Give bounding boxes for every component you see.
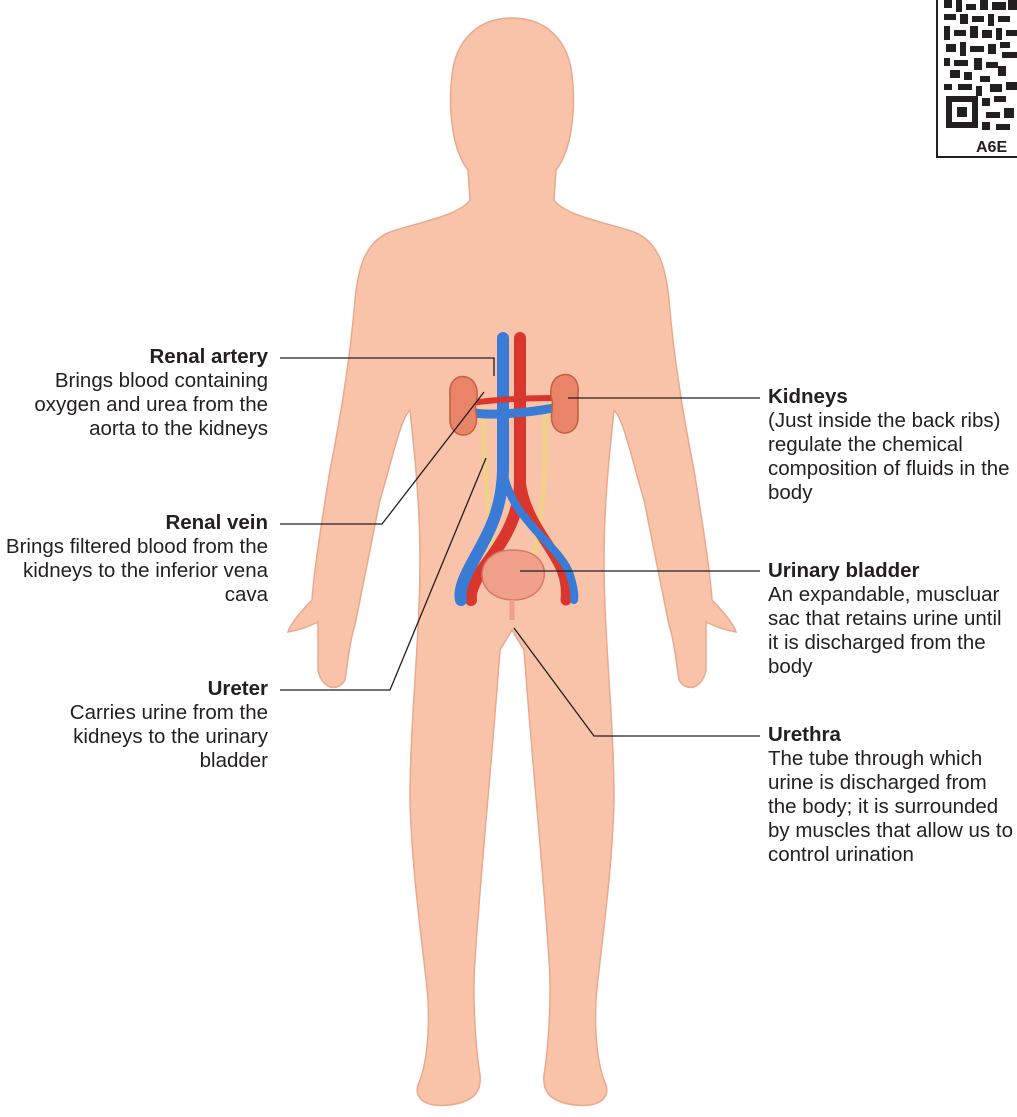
urinary-bladder-label: Urinary bladder An expandable, muscluar … [768, 559, 1016, 679]
kidneys-description: (Just inside the back ribs) regulate the… [768, 409, 1016, 505]
urinary-bladder-title: Urinary bladder [768, 559, 1016, 583]
qr-code: A6E [936, 0, 1017, 158]
right-kidney [551, 374, 578, 433]
renal-vein-title: Renal vein [0, 511, 268, 535]
kidneys-label: Kidneys (Just inside the back ribs) regu… [768, 385, 1016, 505]
urethra-description: The tube through which urine is discharg… [768, 747, 1016, 867]
kidneys-title: Kidneys [768, 385, 1016, 409]
renal-artery-title: Renal artery [0, 345, 268, 369]
ureter-description: Carries urine from the kidneys to the ur… [0, 701, 268, 773]
urethra-title: Urethra [768, 723, 1016, 747]
renal-artery-label: Renal artery Brings blood containing oxy… [0, 345, 268, 441]
renal-vein-description: Brings filtered blood from the kidneys t… [0, 535, 268, 607]
urethra-label: Urethra The tube through which urine is … [768, 723, 1016, 867]
urinary-bladder-description: An expandable, muscluar sac that retains… [768, 583, 1016, 679]
renal-vein-label: Renal vein Brings filtered blood from th… [0, 511, 268, 607]
urinary-bladder-organ [482, 550, 544, 600]
qr-code-caption: A6E [976, 139, 1007, 156]
ureter-label: Ureter Carries urine from the kidneys to… [0, 677, 268, 773]
ureter-title: Ureter [0, 677, 268, 701]
renal-artery-description: Brings blood containing oxygen and urea … [0, 369, 268, 441]
